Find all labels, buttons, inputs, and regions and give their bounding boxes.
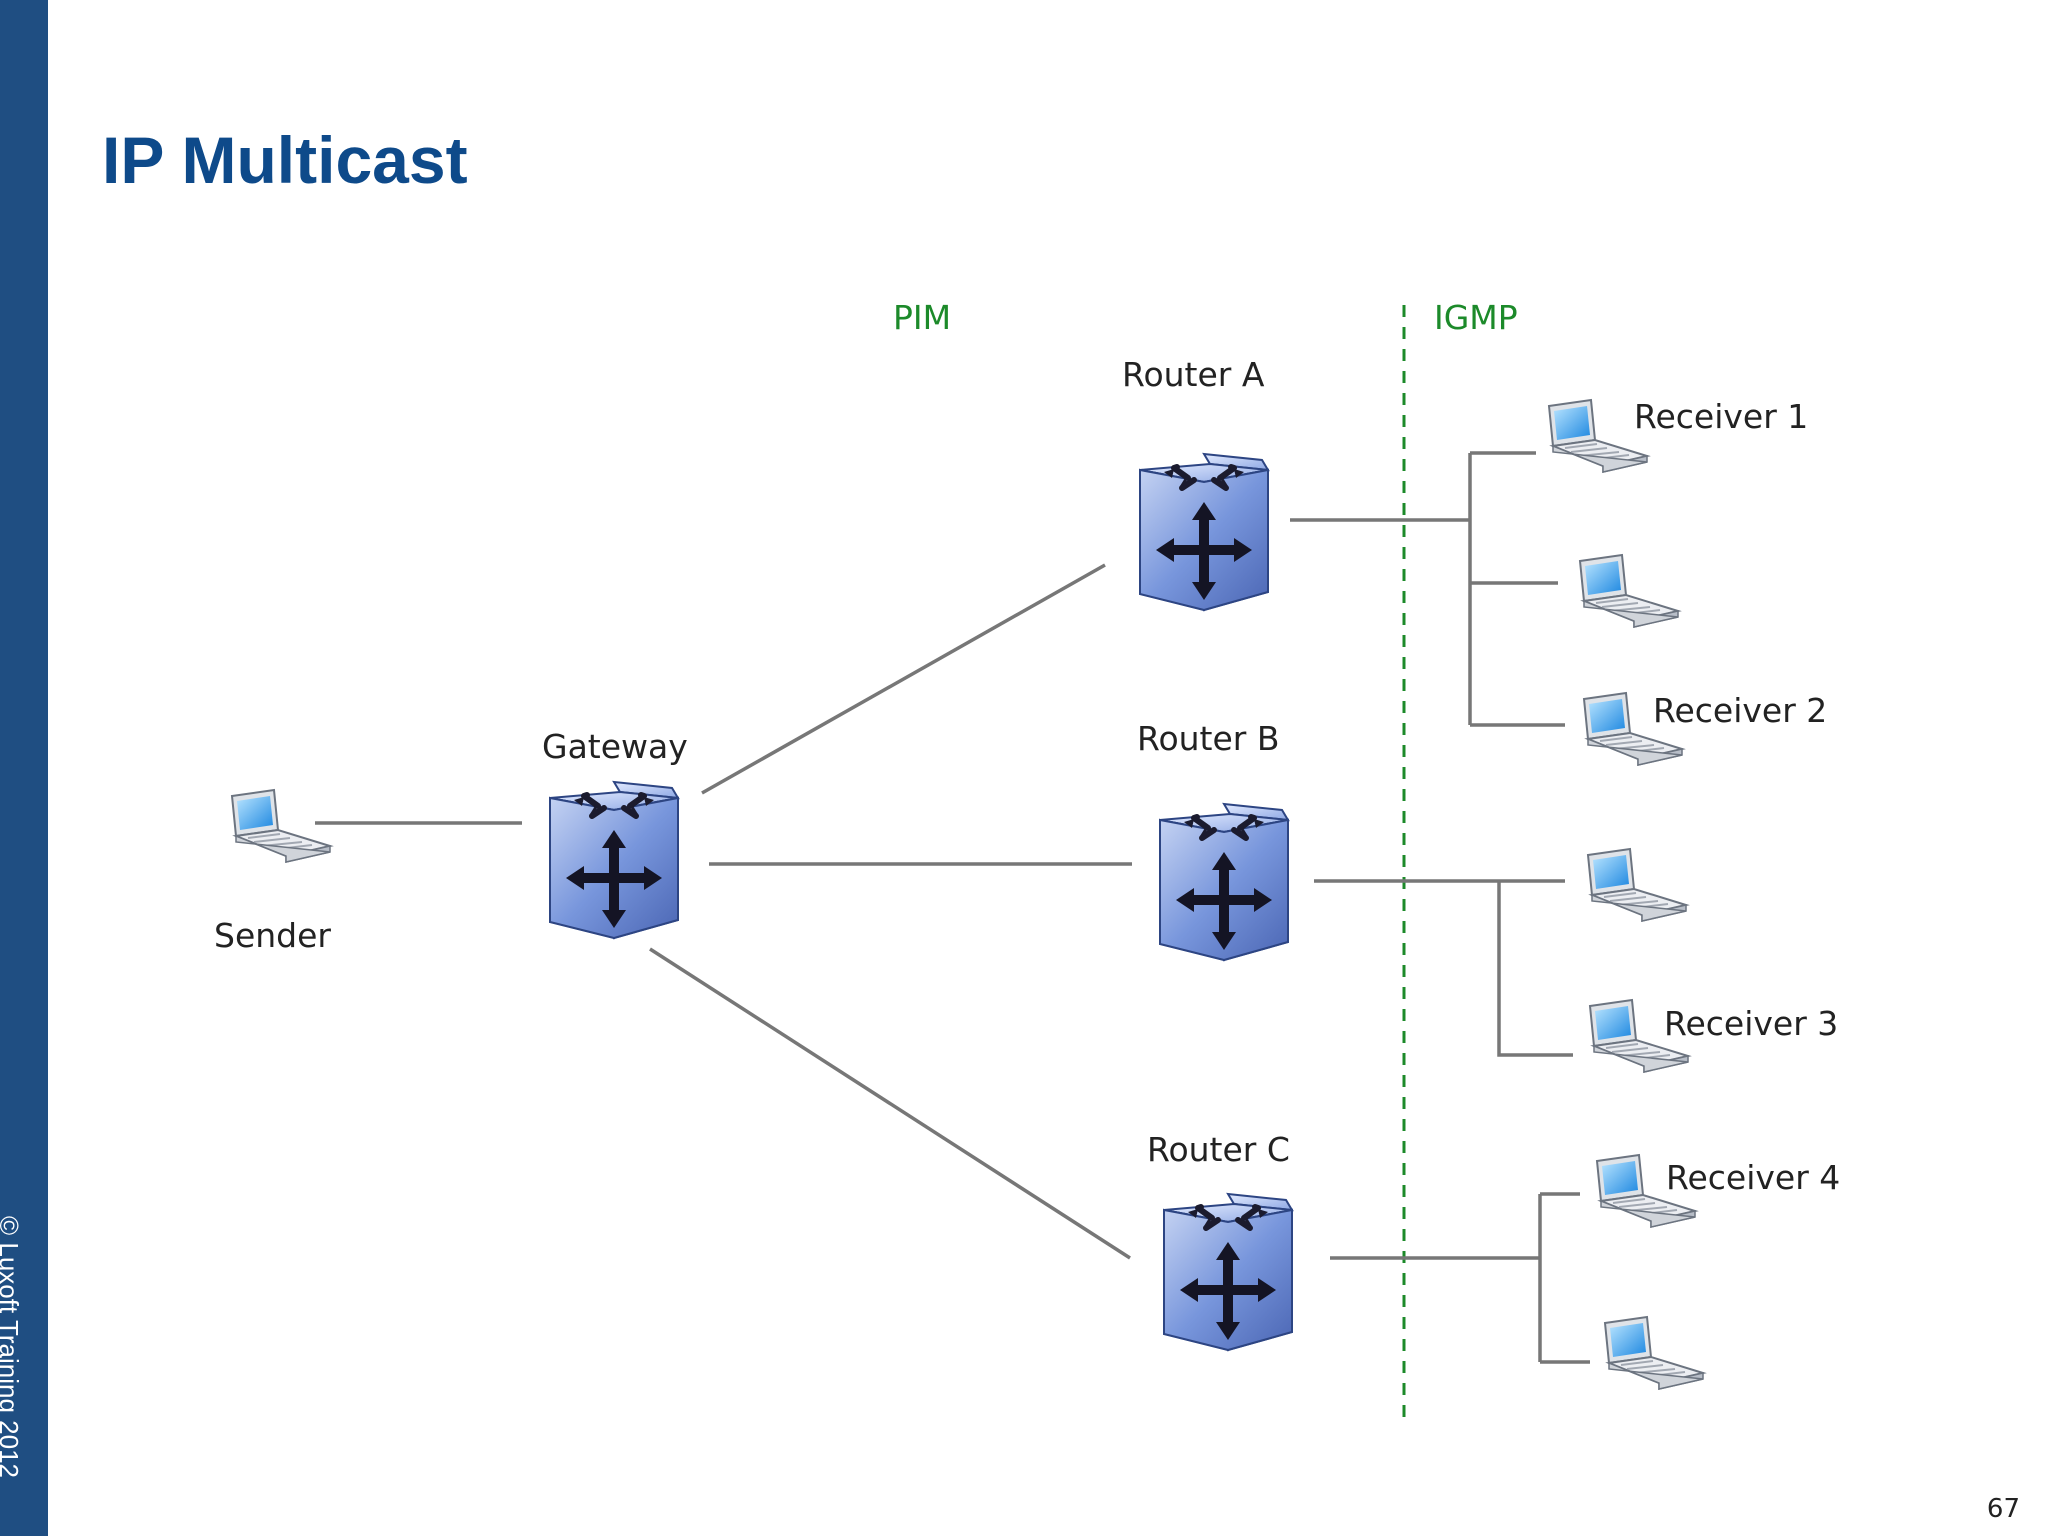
gateway-label: Gateway	[542, 727, 688, 766]
receiver-3-label: Receiver 3	[1664, 1004, 1838, 1043]
router-c-label: Router C	[1147, 1130, 1290, 1169]
router-a-icon	[1140, 454, 1268, 610]
router-b-label: Router B	[1137, 719, 1280, 758]
slide-title: IP Multicast	[102, 123, 468, 197]
receiver-1-laptop-icon	[1548, 399, 1648, 473]
sender-label: Sender	[214, 916, 331, 955]
router-a-laptop-2-icon	[1579, 554, 1679, 628]
link-gateway-router-a	[701, 563, 1106, 795]
router-a-label: Router A	[1122, 355, 1265, 394]
receiver-1-label: Receiver 1	[1634, 397, 1808, 436]
router-b-icon	[1160, 804, 1288, 960]
link-gateway-router-c	[649, 947, 1131, 1260]
router-b-laptop-1-icon	[1587, 848, 1687, 922]
link-receiver-3	[1497, 881, 1573, 1057]
page-number: 67	[1986, 1494, 2020, 1524]
connection-lines	[315, 451, 1590, 1364]
receiver-2-label: Receiver 2	[1653, 691, 1827, 730]
router-c-laptop-2-icon	[1604, 1316, 1704, 1390]
receiver-4-label: Receiver 4	[1666, 1158, 1840, 1197]
sender-laptop-icon	[231, 789, 331, 863]
sidebar: © Luxoft Training 2012	[0, 0, 48, 1536]
gateway-router-icon	[550, 782, 678, 938]
pim-zone-label: PIM	[893, 298, 951, 337]
router-c-icon	[1164, 1194, 1292, 1350]
igmp-zone-label: IGMP	[1434, 298, 1518, 337]
